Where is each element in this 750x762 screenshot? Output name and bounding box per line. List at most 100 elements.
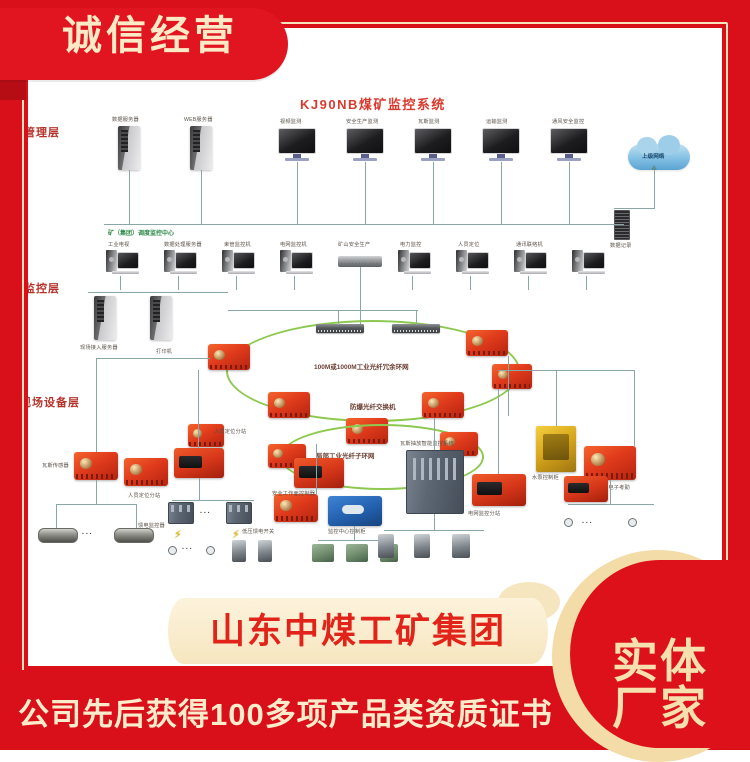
drop-w0 [120, 276, 121, 290]
ring-to-field-0 [96, 358, 97, 452]
access-server-tower[interactable] [94, 296, 116, 340]
workstation-6[interactable] [456, 250, 490, 276]
monitor-1[interactable] [346, 128, 384, 162]
ws-label-3: 电网监控机 [280, 242, 307, 248]
cabinet-sensor-0[interactable] [378, 534, 394, 558]
field-sensor-3[interactable] [258, 540, 272, 562]
gateway-label: 数据记录 [610, 243, 632, 249]
manufacturer-seal [570, 560, 750, 748]
gateway-rack[interactable] [614, 210, 630, 240]
gas-sensor-unit-1[interactable] [114, 528, 154, 543]
field-device-blue-controller[interactable] [328, 496, 382, 526]
field-device-right-station[interactable] [564, 476, 608, 502]
pc-case [514, 250, 525, 272]
field-sensor-0[interactable] [168, 546, 177, 555]
field-label-cabinet: 瓦斯抽放智能监控系统 [400, 441, 454, 447]
drop-s0 [129, 170, 130, 224]
print-server-tower[interactable] [150, 296, 172, 340]
ring-up-0 [338, 310, 339, 325]
sensor-ellipsis: ··· [182, 546, 194, 553]
fiber-switch-node-left[interactable] [208, 344, 250, 370]
pc-case [456, 250, 467, 272]
ribbon-badge [0, 8, 288, 80]
server-tower-0[interactable] [118, 126, 140, 170]
ring-to-field-6 [634, 370, 635, 446]
workstation-0[interactable] [106, 250, 140, 276]
ring-to-field-1 [198, 370, 199, 448]
workstation-5[interactable] [398, 250, 432, 276]
attendance-ellipsis: ··· [582, 520, 594, 527]
server-tower-1[interactable] [190, 126, 212, 170]
diagram-canvas: KJ90NB煤矿监控系统 管理层 监控层 现场设备层 数据服务器 WEB服务器 … [28, 28, 722, 666]
field-sensor-2[interactable] [232, 540, 246, 562]
drop-s1 [201, 170, 202, 224]
monitor-0[interactable] [278, 128, 316, 162]
field-device-attendance[interactable] [584, 446, 636, 480]
monitor-3[interactable] [482, 128, 520, 162]
workstation-1[interactable] [164, 250, 198, 276]
pc-keyboard [578, 271, 605, 274]
monitor-screen [414, 128, 452, 154]
cabinet-sensor-2[interactable] [452, 534, 470, 558]
pc-monitor [291, 252, 313, 269]
field-label-face-controller: 安全工作面控制器 [272, 491, 316, 497]
field-device-face-controller[interactable] [294, 458, 344, 488]
fiber-switch-node-right[interactable] [492, 364, 532, 389]
fiber-switch-node-right-top[interactable] [466, 330, 508, 356]
attendance-reader-0[interactable] [564, 518, 573, 527]
ring-to-field-h0 [96, 358, 210, 359]
monitor-2[interactable] [414, 128, 452, 162]
monitor-stand [293, 154, 301, 158]
field-control-cabinet[interactable] [406, 450, 464, 514]
fiber-switch-node-bottom-right[interactable] [422, 392, 464, 418]
ws-label-2: 束管监控机 [224, 242, 251, 248]
monitor-base [353, 158, 377, 161]
ws-label-1: 数据处理服务器 [164, 242, 202, 248]
monitor-label-0: 视频监测 [280, 119, 302, 125]
pc-case [572, 250, 583, 272]
layer-label-field: 现场设备层 [28, 397, 80, 409]
field-device-pump[interactable] [536, 426, 576, 472]
attendance-bus [568, 504, 654, 505]
ring-switch-top-0[interactable] [316, 324, 364, 333]
field-switchgear-1[interactable] [226, 502, 252, 524]
drop-w6 [470, 276, 471, 290]
pc-monitor [583, 252, 605, 269]
cabinet-bus [384, 530, 484, 531]
workstation-8[interactable] [572, 250, 606, 276]
workstation-3[interactable] [280, 250, 314, 276]
ring-to-field-5 [556, 370, 557, 426]
pc-keyboard [404, 271, 431, 274]
pc-keyboard [228, 271, 255, 274]
field-valve-1[interactable] [346, 544, 368, 562]
attendance-reader-1[interactable] [628, 518, 637, 527]
workstation-2[interactable] [222, 250, 256, 276]
workstation-7[interactable] [514, 250, 548, 276]
field-device-substation[interactable] [174, 448, 224, 478]
field-device-grid-station[interactable] [472, 474, 526, 506]
field-device-people-station[interactable] [124, 458, 168, 486]
ring-switch-top-1[interactable] [392, 324, 440, 333]
sub-ring-node-outer-left[interactable] [188, 424, 224, 447]
cabinet-sensor-1[interactable] [414, 534, 430, 558]
fiber-switch-label: 防爆光纤交换机 [350, 404, 396, 411]
monitor-stand [361, 154, 369, 158]
fiber-switch-node-bottom-left[interactable] [268, 392, 310, 418]
ring-to-field-2 [316, 444, 317, 494]
ws-label-6: 人员定位 [458, 242, 480, 248]
field-switchgear-0[interactable] [168, 502, 194, 524]
monitor-label-2: 瓦斯监测 [418, 119, 440, 125]
field-device-gas-station[interactable] [74, 452, 118, 480]
cloud-icon [628, 135, 690, 170]
pc-case [398, 250, 409, 272]
field-sensor-1[interactable] [206, 546, 215, 555]
field-device-local-station[interactable] [274, 494, 318, 522]
ring-up-1 [416, 310, 417, 325]
pc-keyboard [112, 271, 139, 274]
substation-bus [172, 500, 254, 501]
network-hub[interactable] [338, 256, 382, 267]
monitor-4[interactable] [550, 128, 588, 162]
pc-monitor [409, 252, 431, 269]
field-valve-0[interactable] [312, 544, 334, 562]
gas-sensor-unit-0[interactable] [38, 528, 78, 543]
